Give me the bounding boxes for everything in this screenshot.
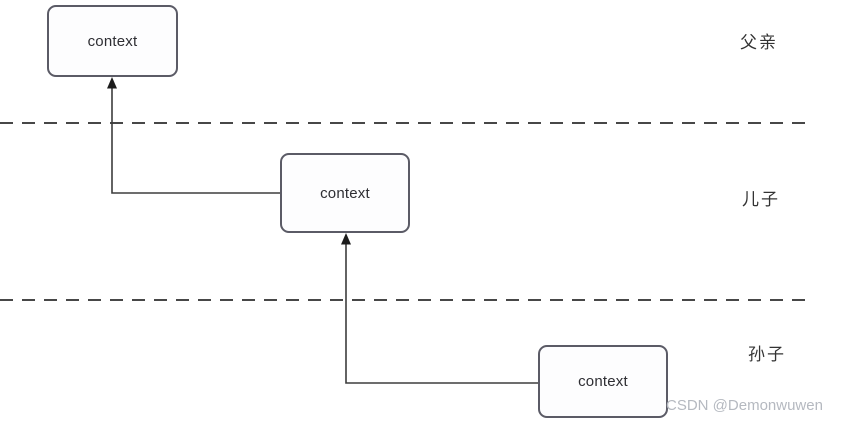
arrow-son-to-father <box>111 87 280 194</box>
arrow-grandson-to-son <box>345 243 538 384</box>
context-box-grandson-label: context <box>578 373 628 390</box>
generation-label-grandson: 孙子 <box>748 345 786 364</box>
context-box-son: context <box>280 153 410 233</box>
context-box-son-label: context <box>320 184 370 202</box>
generation-label-father: 父亲 <box>740 33 778 52</box>
context-box-grandson: context <box>538 345 668 418</box>
arrowhead-grandson-to-son <box>341 233 351 245</box>
context-box-father: context <box>47 5 178 77</box>
arrowhead-son-to-father <box>107 77 117 89</box>
generation-label-son: 儿子 <box>742 190 780 209</box>
watermark-text: CSDN @Demonwuwen <box>666 397 823 414</box>
context-box-father-label: context <box>87 32 138 50</box>
